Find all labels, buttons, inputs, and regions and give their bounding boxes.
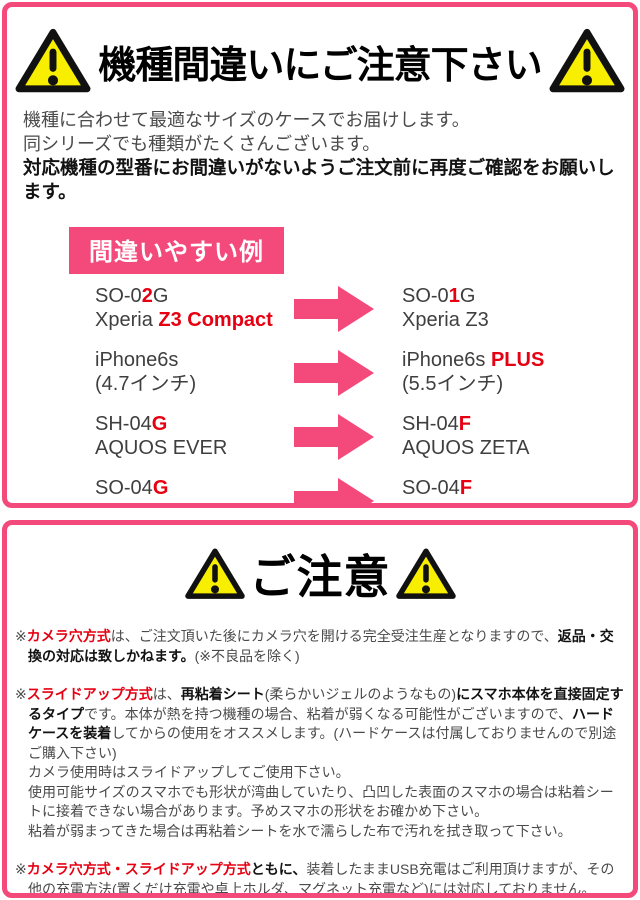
warning-triangle-icon <box>184 548 245 599</box>
warning-triangle-icon <box>15 28 91 93</box>
caution-panel: ご注意 ※カメラ穴方式は、ご注文頂いた後にカメラ穴を開ける完全受注生産となります… <box>2 520 638 898</box>
examples-list: SO-02G Xperia Z3 Compact SO-01G Xperia Z… <box>95 285 633 503</box>
example-row: SO-04G Xperia A4 SO-04F Xperia A2 <box>95 477 633 503</box>
camera-hole-term: カメラ穴方式 <box>26 628 111 644</box>
intro-text: 機種に合わせて最適なサイズのケースでお届けします。 同シリーズでも種類がたくさん… <box>23 108 617 204</box>
panel1-title-row: 機種間違いにご注意下さい <box>7 7 633 95</box>
intro-line-2: 同シリーズでも種類がたくさんございます。 <box>23 134 381 154</box>
warning-triangle-icon <box>395 548 456 599</box>
slide-up-note: ※スライドアップ方式は、再粘着シート(柔らかいジェルのようなもの)にスマホ本体を… <box>15 685 625 841</box>
panel1-title: 機種間違いにご注意下さい <box>98 44 542 87</box>
panel2-title: ご注意 <box>249 551 391 603</box>
wrong-model: SO-02G Xperia Z3 Compact <box>95 285 273 331</box>
example-row: SO-02G Xperia Z3 Compact SO-01G Xperia Z… <box>95 285 633 332</box>
intro-line-bold: 対応機種の型番にお間違いがないようご注文前に再度ご確認をお願いします。 <box>23 157 615 202</box>
slide-up-note-line2: カメラ使用時はスライドアップしてご使用下さい。 <box>28 764 350 780</box>
camera-hole-note: ※カメラ穴方式は、ご注文頂いた後にカメラ穴を開ける完全受注生産となりますので、返… <box>15 628 614 664</box>
right-arrow-icon <box>294 477 374 503</box>
warning-triangle-icon <box>549 28 625 93</box>
examples-label: 間違いやすい例 <box>69 227 284 274</box>
correct-model: SO-04F Xperia A2 <box>402 477 491 503</box>
examples-label-wrap: 間違いやすい例 <box>69 227 633 274</box>
slide-up-note-line4: 粘着が弱まってきた場合は再粘着シートを水で濡らした布で汚れを拭き取って下さい。 <box>28 822 572 839</box>
panel2-title-row: ご注意 <box>7 541 633 607</box>
right-arrow-icon <box>294 285 374 332</box>
slide-up-note-line3: 使用可能サイズのスマホでも形状が湾曲していたり、凸凹した表面のスマホの場合は粘着… <box>28 783 614 820</box>
right-arrow-icon <box>294 349 374 396</box>
correct-model: iPhone6s PLUS (5.5インチ) <box>402 349 545 395</box>
wrong-model: SO-04G Xperia A4 <box>95 477 184 503</box>
example-row: iPhone6s (4.7インチ) iPhone6s PLUS (5.5インチ) <box>95 349 633 396</box>
wrong-model: SH-04G AQUOS EVER <box>95 413 228 459</box>
example-row: SH-04G AQUOS EVER SH-04F AQUOS ZETA <box>95 413 633 460</box>
caution-paragraphs: ※カメラ穴方式は、ご注文頂いた後にカメラ穴を開ける完全受注生産となりますので、返… <box>15 627 625 897</box>
wrong-model: iPhone6s (4.7インチ) <box>95 349 197 395</box>
slide-up-term: スライドアップ方式 <box>26 686 153 702</box>
model-mistake-warning-panel: 機種間違いにご注意下さい 機種に合わせて最適なサイズのケースでお届けします。 同… <box>2 2 638 508</box>
right-arrow-icon <box>294 413 374 460</box>
both-methods-term: カメラ穴方式・スライドアップ方式 <box>26 861 251 877</box>
usb-charge-note: ※カメラ穴方式・スライドアップ方式ともに、装着したままUSB充電はご利用頂けます… <box>15 861 615 897</box>
correct-model: SH-04F AQUOS ZETA <box>402 413 530 459</box>
intro-line-1: 機種に合わせて最適なサイズのケースでお届けします。 <box>23 110 470 130</box>
correct-model: SO-01G Xperia Z3 <box>402 285 489 331</box>
